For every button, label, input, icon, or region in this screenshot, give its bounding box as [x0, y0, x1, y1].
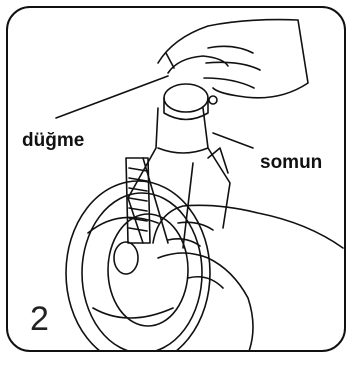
callout-nut-label: somun	[260, 153, 322, 172]
instruction-panel: düğme somun 2	[6, 6, 346, 352]
step-number: 2	[30, 302, 49, 336]
bottom-hand	[153, 205, 343, 352]
top-hand	[158, 20, 308, 120]
callout-button-label: düğme	[22, 131, 84, 150]
stroller-wheel-illustration	[8, 8, 346, 352]
swivel-fork	[128, 108, 230, 248]
leader-lines	[56, 76, 253, 148]
